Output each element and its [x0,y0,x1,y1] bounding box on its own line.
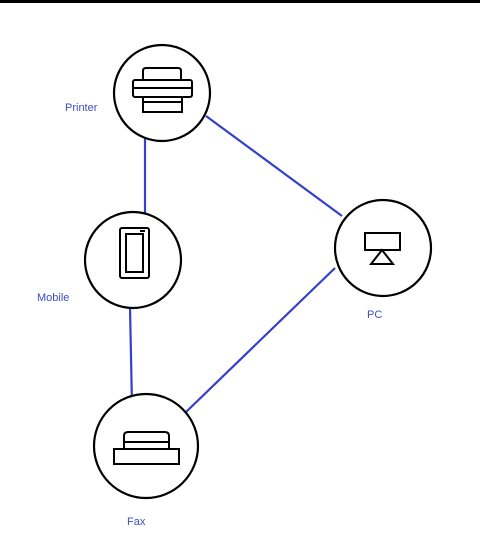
edge-mobile-fax [128,306,134,407]
connections [128,115,343,413]
node-printer-circle [112,43,212,143]
fax-icon [113,431,180,465]
label-printer: Printer [65,102,98,114]
node-mobile[interactable] [83,210,183,310]
edge-pc-fax [185,267,336,413]
monitor-icon [364,232,401,265]
node-mobile-circle [83,210,183,310]
top-border [0,0,480,3]
node-fax-circle [92,392,200,500]
label-pc: PC [367,309,382,321]
node-pc[interactable] [333,198,433,298]
node-printer[interactable] [112,43,212,143]
mobile-phone-icon [119,227,150,279]
printer-icon [132,67,193,113]
node-pc-circle [333,198,433,298]
edge-printer-pc [205,115,343,217]
node-fax[interactable] [92,392,200,500]
label-mobile: Mobile [37,292,69,304]
label-fax: Fax [127,516,146,528]
